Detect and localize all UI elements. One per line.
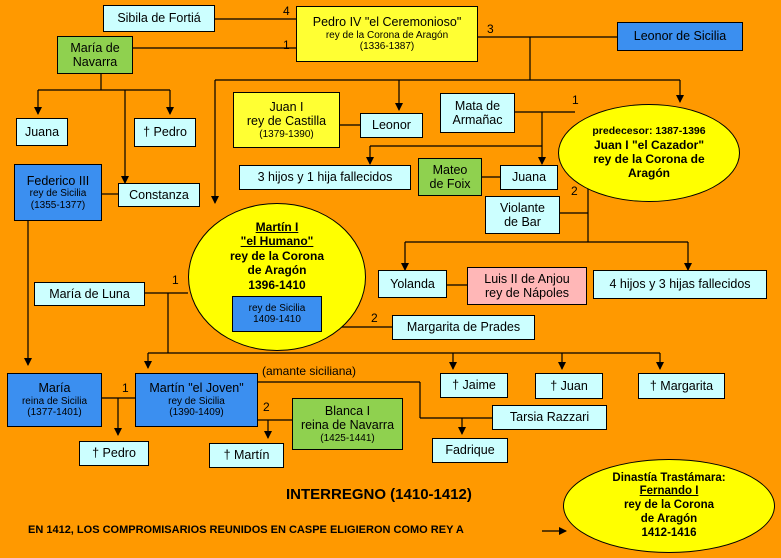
node-hijos-3: 3 hijos y 1 hija fallecidos — [239, 165, 411, 190]
node-blanca: Blanca I reina de Navarra (1425-1441) — [292, 398, 403, 450]
node-juan-castilla: Juan I rey de Castilla (1379-1390) — [233, 92, 340, 148]
marriage-num-sibila: 4 — [283, 4, 290, 18]
node-jaime: † Jaime — [440, 373, 508, 398]
node-mateo: Mateo de Foix — [418, 158, 482, 196]
marriage-num-leonor: 3 — [487, 22, 494, 36]
marriage-num-margarita-prades: 2 — [371, 311, 378, 325]
node-maria-sicilia: María reina de Sicilia (1377-1401) — [7, 373, 102, 427]
amante-label: (amante siciliana) — [262, 364, 357, 378]
node-federico: Federico III rey de Sicilia (1355-1377) — [14, 164, 102, 221]
node-constanza: Constanza — [118, 183, 200, 207]
node-luis: Luis II de Anjou rey de Nápoles — [467, 267, 587, 305]
node-martin-2: † Martín — [209, 443, 284, 468]
interregno-title: INTERREGNO (1410-1412) — [286, 486, 472, 503]
node-juan-hijo: † Juan — [535, 373, 603, 399]
node-margarita: † Margarita — [638, 373, 725, 399]
node-fadrique: Fadrique — [432, 438, 508, 463]
marriage-num-maria-luna: 1 — [172, 273, 179, 287]
node-martin-joven: Martín "el Joven" rey de Sicilia (1390-1… — [135, 373, 258, 427]
node-sibila: Sibila de Fortiá — [103, 5, 215, 32]
node-maria-navarra: María de Navarra — [57, 36, 133, 74]
marriage-num-violante: 2 — [571, 184, 578, 198]
node-leonor-sicilia: Leonor de Sicilia — [617, 22, 743, 51]
node-leonor: Leonor — [360, 113, 423, 138]
marriage-num-mata: 1 — [572, 93, 579, 107]
node-tarsia: Tarsia Razzari — [492, 405, 607, 430]
marriage-num-blanca: 2 — [263, 400, 270, 414]
node-juana-2: Juana — [500, 165, 558, 190]
marriage-num-maria-navarra: 1 — [283, 38, 290, 52]
node-yolanda: Yolanda — [378, 270, 447, 298]
node-juana-1: Juana — [16, 118, 68, 146]
node-martin-sicilia: rey de Sicilia 1409-1410 — [232, 296, 322, 332]
node-pedro-2: † Pedro — [79, 441, 149, 466]
node-mata: Mata de Armañac — [440, 93, 515, 133]
marriage-num-maria-sicilia: 1 — [122, 381, 129, 395]
node-pedro-1: † Pedro — [134, 118, 196, 147]
node-maria-luna: María de Luna — [34, 282, 145, 306]
node-hijos-4: 4 hijos y 3 hijas fallecidos — [593, 270, 767, 299]
node-pedro-iv: Pedro IV "el Ceremonioso" rey de la Coro… — [296, 6, 478, 62]
node-violante: Violante de Bar — [485, 196, 560, 234]
node-fernando: Dinastía Trastámara: Fernando I rey de l… — [563, 459, 775, 553]
node-juan-cazador: predecesor: 1387-1396 Juan I "el Cazador… — [558, 104, 740, 202]
node-margarita-prades: Margarita de Prades — [392, 315, 535, 340]
caspe-note: EN 1412, LOS COMPROMISARIOS REUNIDOS EN … — [28, 524, 464, 536]
